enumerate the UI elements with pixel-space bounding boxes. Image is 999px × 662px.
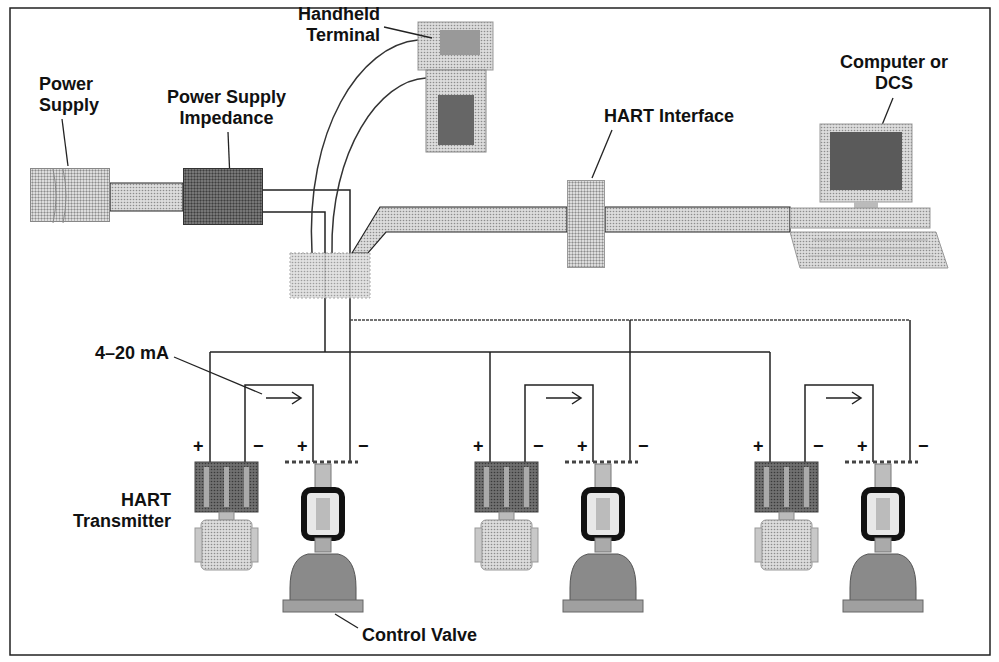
- terminal-sign: −: [813, 436, 824, 457]
- wire: [909, 320, 911, 462]
- leader-line: [592, 130, 612, 178]
- cable-band: [605, 207, 790, 232]
- hart-interface-box: HART Interface: [567, 180, 605, 268]
- instrument-pair: [195, 352, 363, 612]
- junction-box: [290, 253, 370, 298]
- screen: [830, 132, 902, 190]
- instrument-pair: [755, 352, 923, 612]
- terminal-sign: +: [473, 436, 484, 457]
- leader-line: [62, 119, 68, 166]
- callout-label: HART Transmitter: [66, 490, 171, 531]
- cable-connector: [110, 183, 183, 211]
- cable-connector: [605, 207, 790, 232]
- node-label: Computer or DCS: [830, 52, 958, 93]
- terminal-sign: +: [297, 436, 308, 457]
- node-label: HART Interface: [604, 106, 734, 127]
- monitor-stand: [854, 202, 878, 208]
- terminal-keypad: [438, 95, 474, 145]
- terminal-sign: −: [358, 436, 369, 457]
- terminal-sign: +: [753, 436, 764, 457]
- impedance-box: Power Supply Impedance: [183, 168, 263, 225]
- frame-border: [10, 8, 990, 655]
- terminal-cable: [332, 78, 426, 253]
- node-label: Power Supply: [39, 74, 119, 115]
- computer-node: Computer or DCS: [790, 120, 950, 275]
- wire: [629, 320, 631, 462]
- terminal-body: [426, 70, 486, 152]
- terminal-sign: −: [638, 436, 649, 457]
- terminal-cable: [311, 40, 418, 253]
- terminal-sign: −: [918, 436, 929, 457]
- leader-line: [174, 357, 262, 394]
- terminal-display: [440, 30, 480, 55]
- power-supply-box: Power Supply: [30, 168, 110, 222]
- terminal-head: [418, 22, 493, 70]
- terminal-sign: +: [857, 436, 868, 457]
- callout-label: Handheld Terminal: [285, 4, 380, 45]
- wire: [263, 190, 350, 462]
- leader-line: [384, 27, 432, 38]
- power-supply-icon: [31, 169, 111, 223]
- leader-line: [335, 614, 358, 628]
- interface-cable: [352, 207, 567, 253]
- callout-label: Control Valve: [362, 625, 477, 646]
- computer-base: [790, 208, 930, 228]
- monitor: [820, 124, 912, 202]
- terminal-sign: +: [193, 436, 204, 457]
- keyboard: [790, 232, 948, 268]
- signal-label: 4–20 mA: [95, 343, 169, 364]
- terminal-sign: −: [253, 436, 264, 457]
- node-label: Power Supply Impedance: [159, 87, 294, 128]
- instrument-pair: [475, 352, 643, 612]
- terminal-sign: −: [533, 436, 544, 457]
- cable-band: [110, 183, 183, 211]
- terminal-sign: +: [577, 436, 588, 457]
- computer-icon: [790, 120, 950, 275]
- cylinder-seam: [53, 169, 66, 223]
- keyboard-keys: [808, 240, 934, 256]
